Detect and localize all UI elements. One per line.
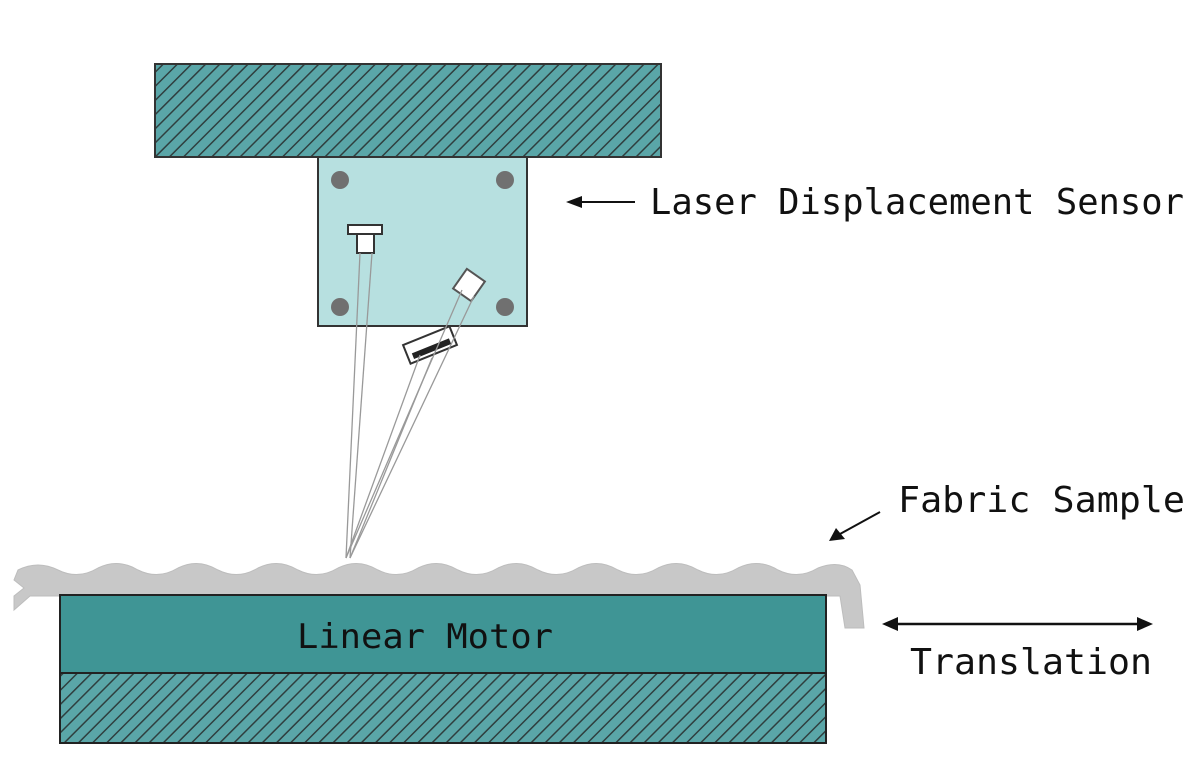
- bolt-top-left: [331, 171, 349, 189]
- detector-element: [401, 325, 459, 365]
- bolt-bottom-right: [496, 298, 514, 316]
- top-mounting-plate: [154, 63, 662, 158]
- sensor-label: Laser Displacement Sensor: [650, 182, 1184, 223]
- motor-label: Linear Motor: [297, 617, 553, 657]
- laser-emitter: [347, 224, 383, 254]
- sensor-housing: [317, 156, 528, 327]
- fabric-label: Fabric Sample: [898, 480, 1185, 521]
- fabric-pointer-arrow: [829, 511, 881, 541]
- bolt-top-right: [496, 171, 514, 189]
- translation-label: Translation: [910, 642, 1152, 683]
- laser-beams: [345, 252, 475, 559]
- base-plate: [59, 672, 827, 744]
- sensor-pointer-arrow: [566, 196, 635, 208]
- translation-double-arrow: [882, 617, 1153, 631]
- bolt-bottom-left: [331, 298, 349, 316]
